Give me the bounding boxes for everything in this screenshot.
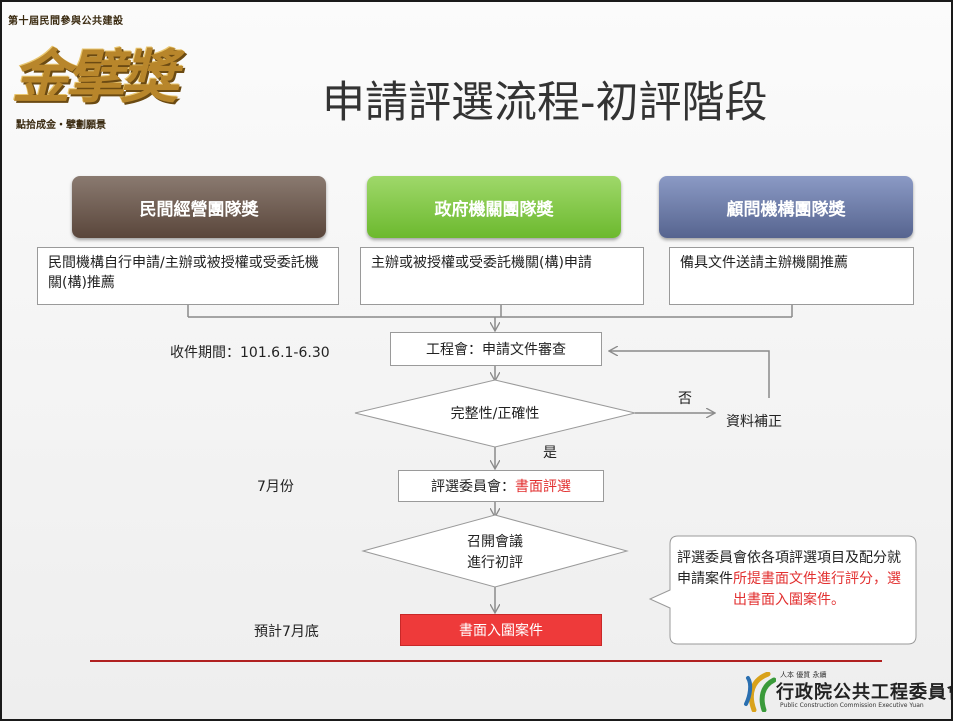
callout-bubble bbox=[648, 535, 917, 645]
yes-branch-label: 是 bbox=[543, 445, 557, 461]
document-review-box: 工程會：申請文件審查 bbox=[390, 332, 602, 366]
panel-review-highlight: 書面評選 bbox=[515, 479, 571, 495]
gov-team-application-box: 主辦或被授權或受委託機關(構)申請 bbox=[360, 247, 644, 305]
award-logo: 第十屆民間參與公共建設 金擘獎 點拾成金・擘劃願景 bbox=[8, 8, 208, 146]
meeting-decision-diamond bbox=[361, 514, 629, 588]
pcc-english-name: Public Construction Commission Executive… bbox=[780, 702, 924, 709]
consultant-team-award-header: 顧問機構團隊獎 bbox=[659, 176, 913, 238]
panel-review-prefix: 評選委員會： bbox=[431, 479, 515, 495]
panel-review-box: 評選委員會：書面評選 bbox=[398, 470, 604, 502]
footer-divider bbox=[90, 660, 882, 662]
pcc-tagline: 人本 優質 永續 bbox=[780, 671, 827, 679]
check-decision-label: 完整性/正確性 bbox=[450, 406, 540, 422]
private-team-award-header: 民間經營團隊獎 bbox=[72, 176, 326, 238]
gov-team-award-header: 政府機關團隊獎 bbox=[367, 176, 621, 238]
meeting-line-1: 召開會議 bbox=[467, 534, 523, 550]
shortlist-box: 書面入圍案件 bbox=[400, 614, 602, 646]
pcc-logo: 人本 優質 永續 行政院公共工程委員會 Public Construction … bbox=[742, 670, 951, 714]
consultant-team-application-box: 備具文件送請主辦機關推薦 bbox=[669, 247, 914, 305]
month-label: 7月份 bbox=[257, 479, 294, 495]
callout-part-2: 所提書面文件進行評分，選出書面入圍案件。 bbox=[733, 571, 901, 608]
callout-part-1: 評選委員會依各項評選項目及配分就申請案件 bbox=[677, 550, 901, 587]
no-branch-label: 否 bbox=[678, 391, 692, 407]
private-team-application-box: 民間機構自行申請/主辦或被授權或受委託機關(構)推薦 bbox=[37, 247, 339, 305]
collection-period-label: 收件期間：101.6.1-6.30 bbox=[170, 345, 330, 361]
pcc-emblem-icon bbox=[744, 672, 776, 712]
pcc-name: 行政院公共工程委員會 bbox=[776, 682, 953, 703]
check-decision-diamond bbox=[354, 379, 636, 448]
expected-date-label: 預計7月底 bbox=[254, 624, 319, 640]
logo-top-text: 第十屆民間參與公共建設 bbox=[8, 16, 124, 27]
logo-bottom-text: 點拾成金・擘劃願景 bbox=[16, 120, 106, 131]
supplement-box: 資料補正 bbox=[726, 414, 782, 430]
meeting-line-2: 進行初評 bbox=[467, 555, 523, 571]
slide-title: 申請評選流程-初評階段 bbox=[322, 78, 768, 128]
callout-text: 評選委員會依各項評選項目及配分就申請案件所提書面文件進行評分，選出書面入圍案件。 bbox=[674, 548, 904, 611]
meeting-decision-label: 召開會議 進行初評 bbox=[415, 532, 575, 574]
logo-main-text: 金擘獎 bbox=[12, 43, 178, 111]
